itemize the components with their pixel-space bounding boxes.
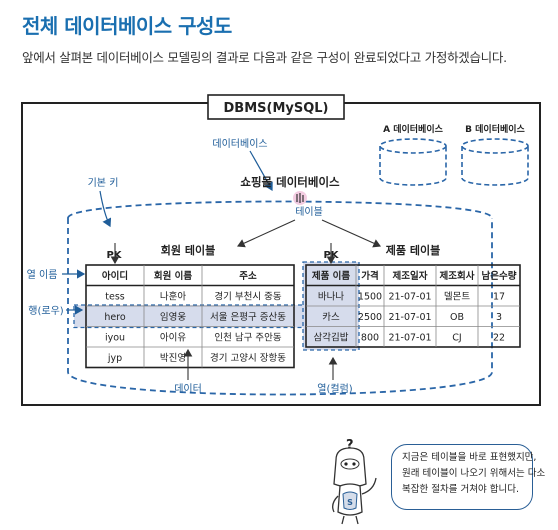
table-note: 테이블 <box>295 206 323 218</box>
table-cell: iyou <box>105 332 125 343</box>
dbms-label-box <box>207 94 345 120</box>
table-cell: hero <box>104 312 126 323</box>
table-cell: 임영웅 <box>160 311 186 323</box>
shop-db-cylinder <box>67 200 493 396</box>
table-cell: 삼각김밥 <box>314 331 349 343</box>
table-cell: 21-07-01 <box>388 332 431 343</box>
table-cell: CJ <box>452 332 461 343</box>
col-note: 열(컬럼) <box>317 382 353 395</box>
table-cell: 서울 은평구 증산동 <box>210 312 286 323</box>
column-name-note: 열 이름 <box>27 269 58 281</box>
table-header-cell: 제품 이름 <box>312 270 351 282</box>
table-cell: OB <box>450 312 464 323</box>
table-arrow-right <box>321 219 382 248</box>
page-title: 전체 데이터베이스 구성도 <box>22 14 232 38</box>
table-cell: 델몬트 <box>444 290 470 302</box>
bubble-line: 지금은 테이블을 바로 표현했지만, <box>402 452 537 463</box>
mascot-illustration: ? S <box>332 438 377 525</box>
table-cell: jyp <box>107 353 122 364</box>
database-note: 데이터베이스 <box>212 138 267 150</box>
table-cell: 박진영 <box>160 353 186 364</box>
page-subtitle: 앞에서 살펴본 데이터베이스 모델링의 결과로 다음과 같은 구성이 완료되었다… <box>22 50 507 65</box>
pk-note: 기본 키 <box>88 177 119 189</box>
table-header-cell: 제조회사 <box>440 270 475 282</box>
table-cell: 경기 고양시 장항동 <box>210 352 286 364</box>
highlight-row <box>73 304 307 329</box>
db-a-cylinder <box>379 138 447 186</box>
table-cell: 아이유 <box>160 332 186 343</box>
table-cell: 나훈아 <box>160 290 186 302</box>
table-cell: 1500 <box>358 291 382 302</box>
mascot-speech-bubble: 지금은 테이블을 바로 표현했지만, 원래 테이블이 나오기 위해서는 다소 복… <box>391 444 546 510</box>
table-cell: 21-07-01 <box>388 312 431 323</box>
table-cell: 22 <box>493 332 505 343</box>
table-header-cell: 아이디 <box>102 270 128 282</box>
table-cell: 카스 <box>322 312 340 323</box>
table-cell: 2500 <box>358 312 382 323</box>
table-header-cell: 제조일자 <box>393 270 428 282</box>
table-cell: tess <box>105 291 125 302</box>
table-header-cell: 주소 <box>239 271 257 282</box>
table-cell: 800 <box>361 332 379 343</box>
table-header-cell: 가격 <box>361 270 378 282</box>
table-cell: 경기 부천시 중동 <box>214 290 281 302</box>
dbms-label: DBMS(MySQL) <box>224 101 329 116</box>
table-border <box>85 264 295 369</box>
table-header-cell: 회원 이름 <box>154 270 193 282</box>
database-note-arrow <box>249 150 273 192</box>
db-b-label: B 데이터베이스 <box>465 123 525 135</box>
member-table-title: 회원 테이블 <box>161 243 215 257</box>
hand-cursor-icon <box>293 191 307 205</box>
mascot-question-mark: ? <box>346 438 354 453</box>
shop-db-label: 쇼핑몰 데이터베이스 <box>240 175 340 189</box>
data-note: 데이터 <box>174 383 202 395</box>
db-a-label: A 데이터베이스 <box>383 123 443 135</box>
product-table-pk: PK <box>323 250 339 261</box>
table-cell: 인천 남구 주안동 <box>214 332 281 343</box>
bubble-line: 복잡한 절차를 거쳐야 합니다. <box>402 484 519 495</box>
row-note: 행(로우) <box>28 305 64 317</box>
table-header-cell: 남은수량 <box>482 270 517 282</box>
member-table: 아이디 회원 이름 주소 tess 나훈아 경기 부천시 중동 hero 임영웅 서울 은평구 … <box>73 243 307 369</box>
table-arrow-left <box>236 219 296 248</box>
pk-note-arrow <box>99 190 112 228</box>
bubble-line: 원래 테이블이 나오기 위해서는 다소 <box>402 468 546 479</box>
table-cell: 21-07-01 <box>388 291 431 302</box>
product-table-title: 제품 테이블 <box>386 243 440 257</box>
table-cell: 17 <box>493 291 505 302</box>
db-b-cylinder <box>461 138 529 186</box>
svg-text:S: S <box>347 498 353 507</box>
table-cell: 3 <box>496 312 502 323</box>
table-cell: 바나나 <box>318 291 344 302</box>
